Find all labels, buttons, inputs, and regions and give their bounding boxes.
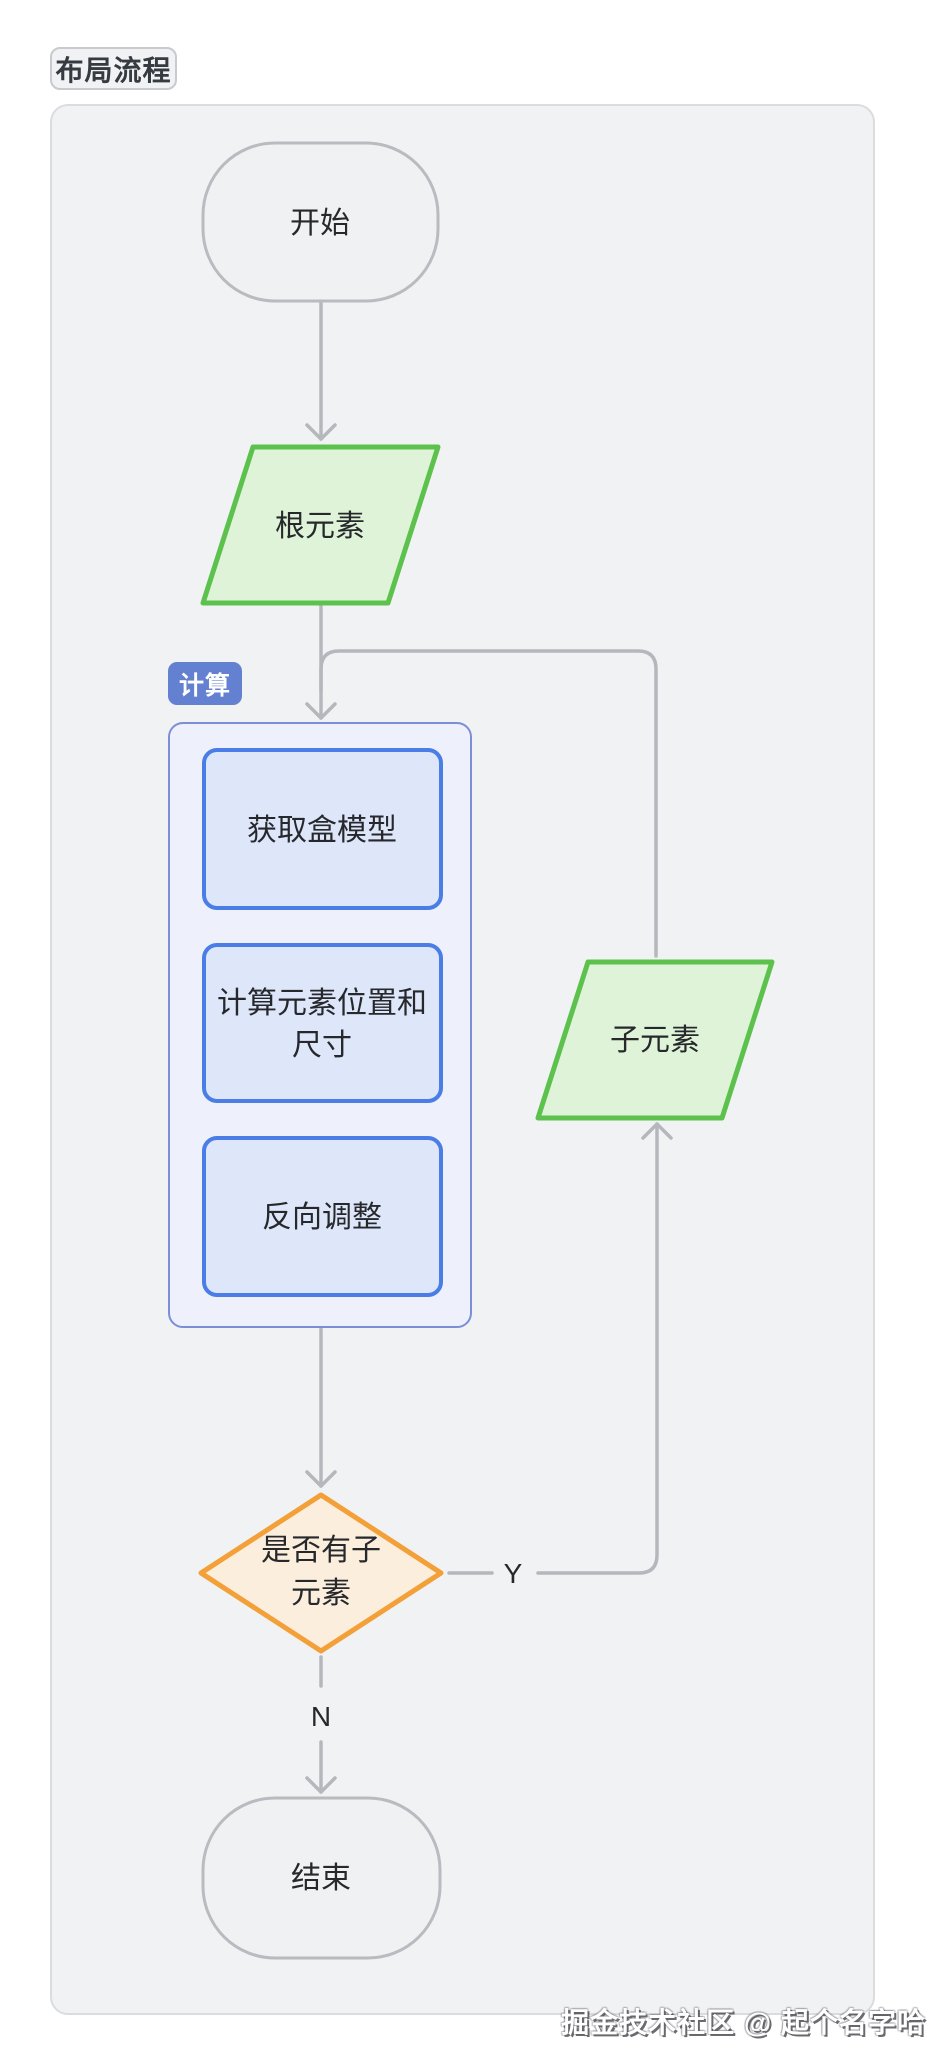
node-compute-position-size-label-line2: 尺寸 xyxy=(292,1029,352,1062)
watermark-text: 掘金技术社区 @ 起个名字哈 xyxy=(561,2007,926,2038)
node-start: 开始 xyxy=(201,141,440,303)
node-start-shape xyxy=(201,141,440,303)
arrowhead-calc-to-decision xyxy=(305,1470,337,1488)
diagram-title-text: 布局流程 xyxy=(55,54,172,86)
node-reverse-adjust-label: 反向调整 xyxy=(262,1201,382,1234)
node-decision-label-line1: 是否有子 xyxy=(261,1534,381,1567)
node-decision-shape xyxy=(198,1492,444,1654)
node-get-box-model: 获取盒模型 xyxy=(202,748,443,910)
node-compute-position-size-shape xyxy=(202,943,443,1103)
arrowhead-decision-no xyxy=(305,1776,337,1794)
node-end: 结束 xyxy=(201,1796,442,1960)
edges-layer xyxy=(305,301,673,1794)
edge-decision-yes-seg2 xyxy=(536,1122,659,1575)
edge-label-no: N xyxy=(311,1701,331,1732)
node-child-element-label: 子元素 xyxy=(610,1024,700,1057)
node-reverse-adjust-shape xyxy=(202,1136,443,1297)
node-end-label: 结束 xyxy=(291,1862,351,1895)
node-decision-has-children: 是否有子 元素 xyxy=(198,1492,444,1654)
node-root-element-label: 根元素 xyxy=(275,510,365,543)
arrowhead-root-to-calc xyxy=(305,702,337,720)
node-compute-position-size: 计算元素位置和 尺寸 xyxy=(202,943,443,1103)
arrowhead-start-to-root xyxy=(305,423,337,441)
node-get-box-model-shape xyxy=(202,748,443,910)
arrowhead-decision-yes xyxy=(641,1122,673,1140)
node-start-label: 开始 xyxy=(290,207,350,240)
node-decision-label-line2: 元素 xyxy=(291,1577,351,1610)
node-root-element: 根元素 xyxy=(200,444,441,606)
edge-child-loop-back xyxy=(319,649,658,958)
group-calc-badge: 计算 xyxy=(168,662,242,705)
node-compute-position-size-label-line1: 计算元素位置和 xyxy=(217,987,427,1020)
node-root-element-shape xyxy=(200,444,441,606)
diagram-title-badge: 布局流程 xyxy=(50,47,177,90)
node-get-box-model-label: 获取盒模型 xyxy=(247,814,397,847)
node-reverse-adjust: 反向调整 xyxy=(202,1136,443,1297)
node-child-element-shape xyxy=(535,959,775,1121)
edge-label-yes: Y xyxy=(504,1558,523,1589)
node-child-element: 子元素 xyxy=(535,959,775,1121)
group-calc-badge-text: 计算 xyxy=(178,671,231,700)
node-end-shape xyxy=(201,1796,442,1960)
